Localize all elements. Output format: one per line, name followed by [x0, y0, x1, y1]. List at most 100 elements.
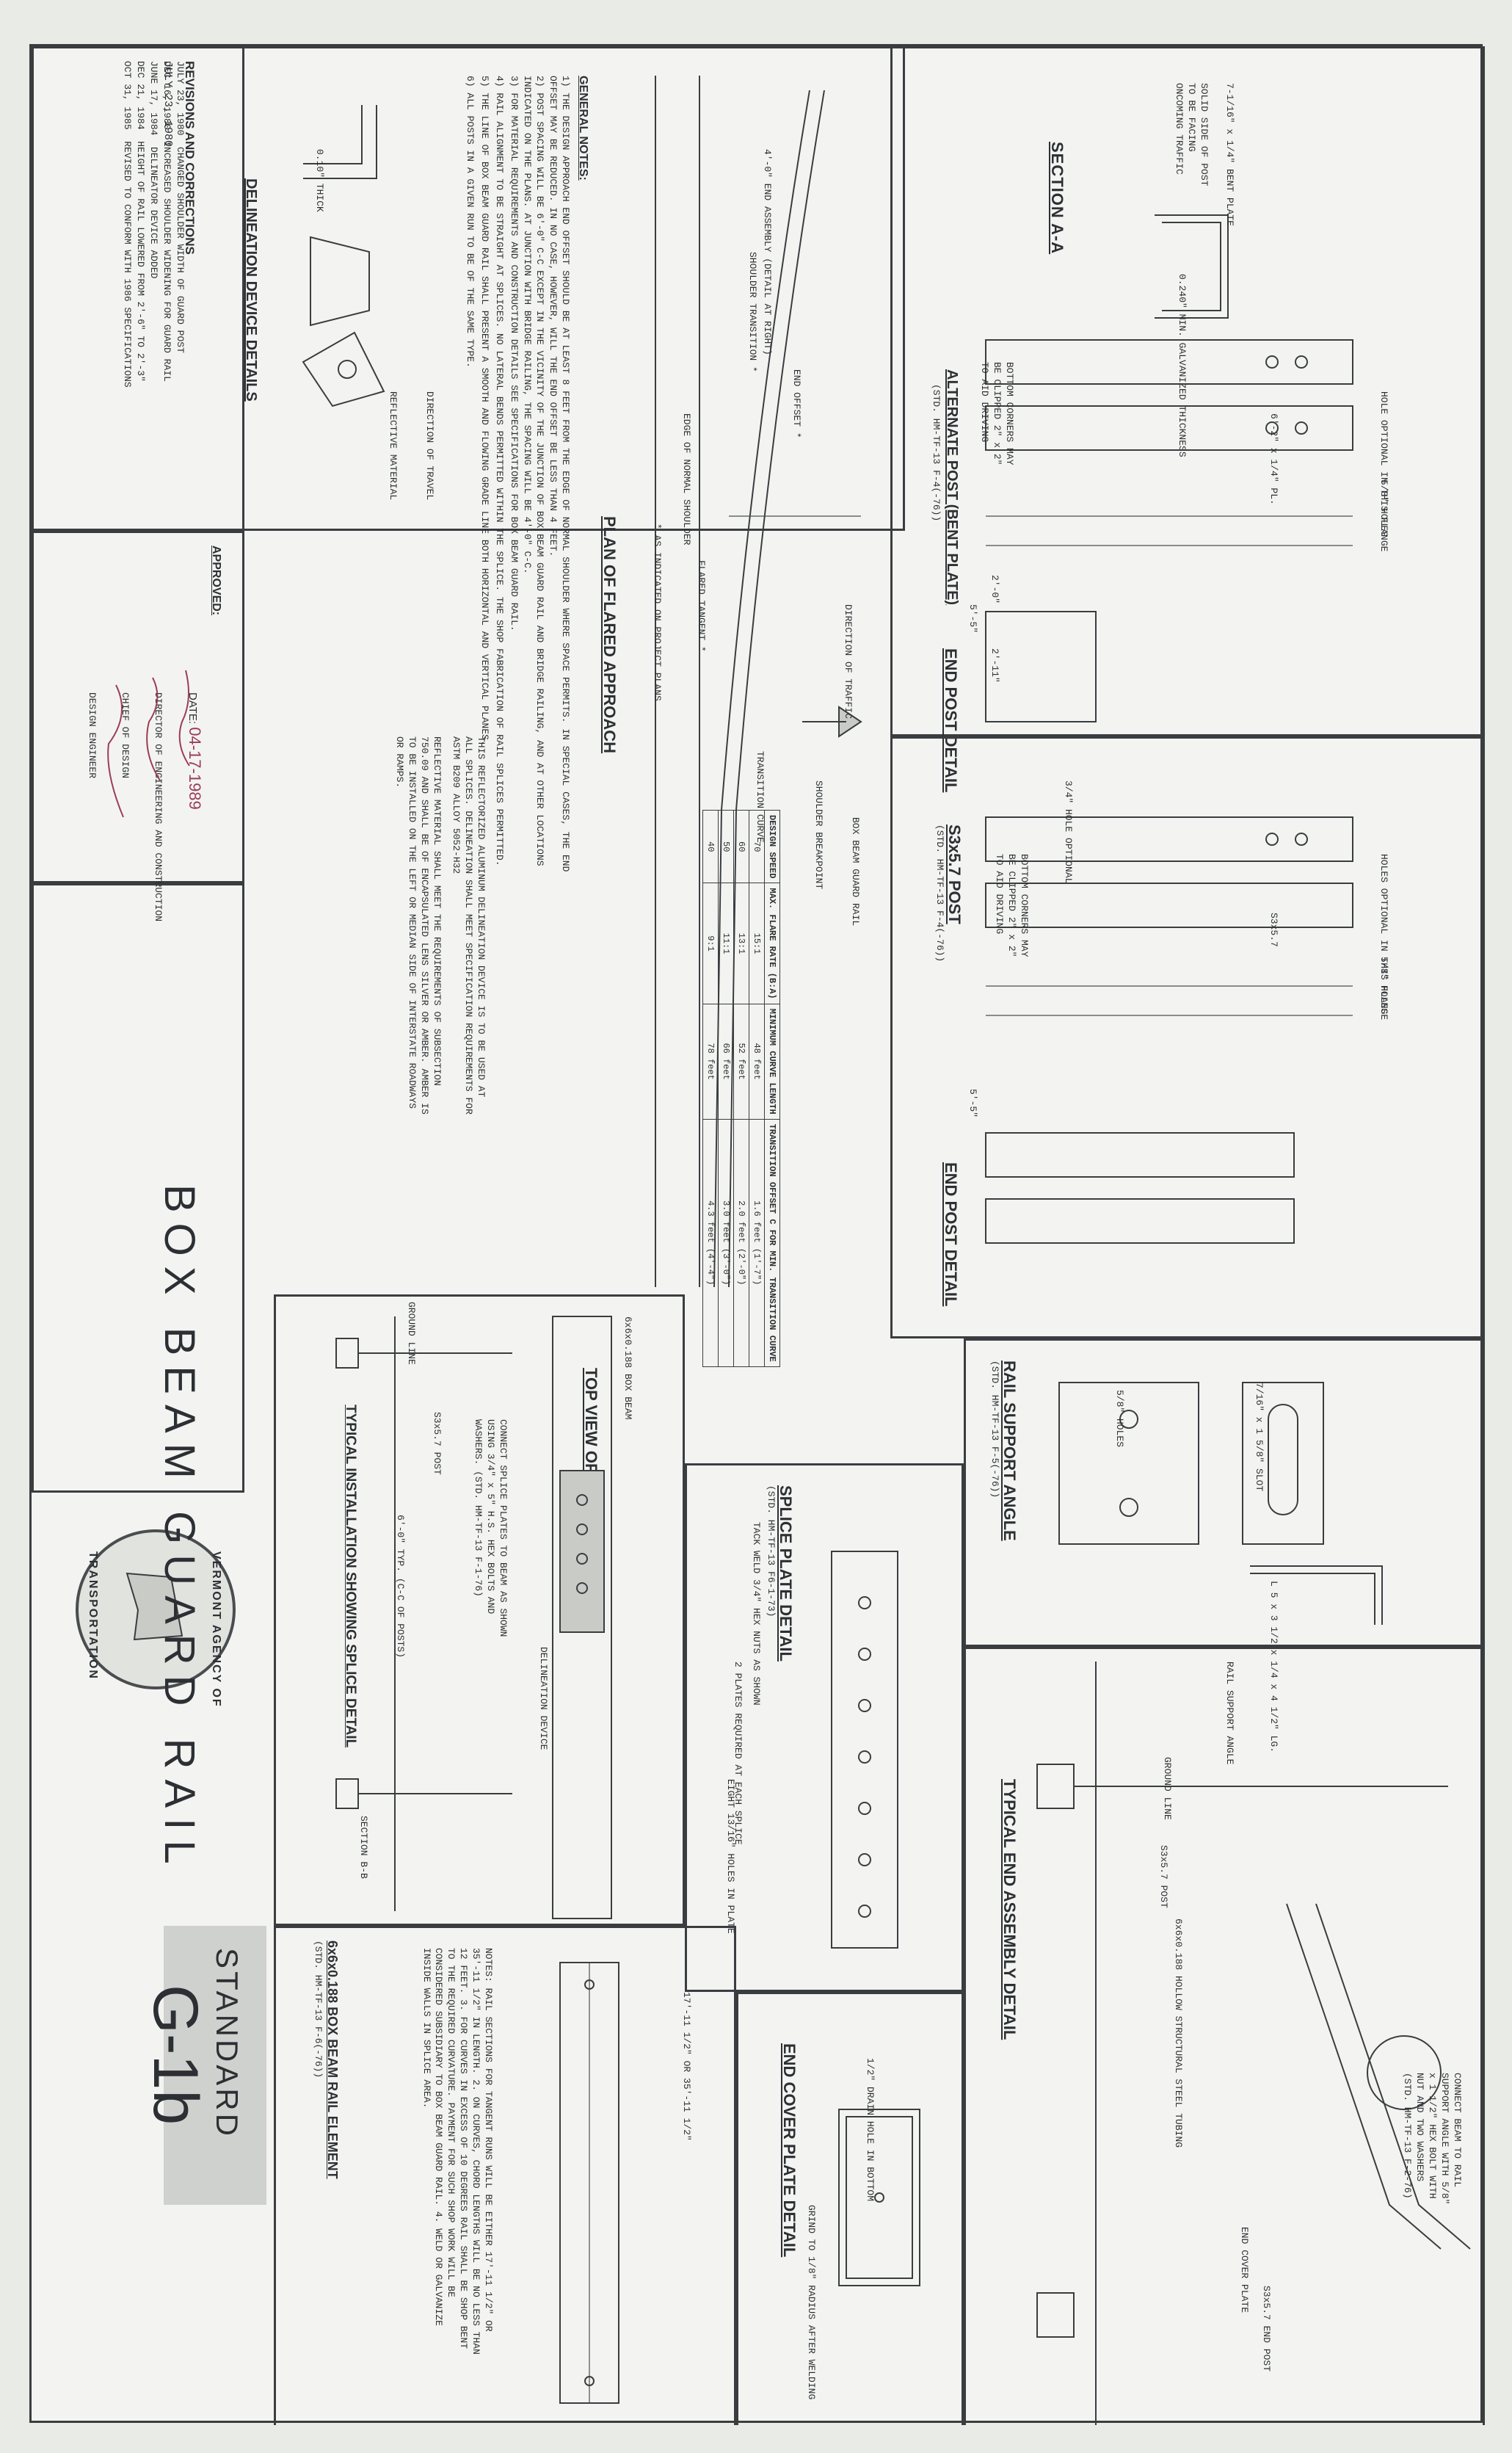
install-6-0-typ: 6'-0" TYP. (C-C OF POSTS): [395, 1515, 406, 1659]
box-beam-length: 17'-11 1/2" OR 35'-11 1/2": [681, 1992, 692, 2141]
table-cell: 52 feet: [733, 1004, 749, 1120]
general-notes-heading: GENERAL NOTES:: [577, 76, 589, 181]
seal-line-2: TRANSPORTATION: [87, 1551, 99, 1680]
end-cover-grind: GRIND TO 1/8" RADIUS AFTER WELDING: [806, 2205, 817, 2400]
general-note-3: 3) FOR MATERIAL REQUIREMENTS AND CONSTRU…: [509, 76, 520, 631]
splice-plate-drawing: [831, 1551, 898, 1949]
splice-tack-weld: TACK WELD 3/4" HEX NUTS AS SHOWN: [751, 1522, 762, 1706]
box-beam-notes: NOTES: RAIL SECTIONS FOR TANGENT RUNS WI…: [421, 1948, 494, 2355]
revision-row-3: JUNE 17, 1984 DELINEATOR DEVICE ADDED: [147, 61, 159, 278]
end-assembly-ground: GROUND LINE: [1162, 1757, 1173, 1820]
rev-text: REVISED TO CONFORM WITH 1986 SPECIFICATI…: [122, 141, 133, 388]
splice-plate-heading: SPLICE PLATE DETAIL: [777, 1485, 795, 1662]
general-note-1: 1) THE DESIGN APPROACH END OFFSET SHOULD…: [548, 76, 571, 872]
rail-support-holes: 5/8" HOLES: [1114, 1390, 1125, 1448]
drawing-sheet: REVISIONS AND CORRECTIONS JULY 23, 1980 …: [29, 44, 1485, 2425]
alt-post-elevation: [985, 339, 1353, 546]
general-note-6: 6) ALL POSTS IN A GIVEN RUN TO BE OF THE…: [465, 76, 476, 368]
revision-row-5: OCT 31, 1985 REVISED TO CONFORM WITH 198…: [120, 61, 133, 388]
signature-marks: [107, 670, 190, 818]
alt-post-heading: ALTERNATE POST (BENT PLATE): [944, 369, 960, 606]
revisions-panel: [32, 46, 244, 531]
end-assembly-cover: END COVER PLATE: [1239, 2227, 1250, 2313]
s3-post-elevation: [985, 816, 1353, 1016]
end-assembly-panel: [964, 1647, 1485, 2425]
flared-label-end-offset: END OFFSET *: [791, 369, 802, 438]
revision-row-4: DEC 21, 1984 HEIGHT OF RAIL LOWERED FROM…: [134, 61, 146, 382]
section-a-a-drawing: [1155, 214, 1229, 319]
end-post-1-drawing: [985, 611, 1097, 722]
end-post-2-heading: END POST DETAIL: [942, 1162, 960, 1307]
splice-plate-std: (STD. HM-TF-13 F6-1-73): [766, 1485, 777, 1617]
general-note-2: 2) POST SPACING WILL BE 6'-0" C-C EXCEPT…: [522, 76, 545, 866]
s3-dim-5-5: 5'-5": [967, 1089, 978, 1118]
end-post-2-drawing: [985, 1132, 1295, 1244]
vermont-state-icon: [126, 1572, 183, 1641]
rev-text: DELINEATOR DEVICE ADDED: [148, 147, 159, 279]
table-cell: 11:1: [718, 883, 734, 1004]
section-a-a-heading: SECTION A-A: [1048, 142, 1066, 255]
rev-date: DEC 21, 1984: [135, 61, 146, 130]
delineation-label-thick: 0.10" THICK: [314, 149, 325, 212]
end-assembly-post: S3x5.7 POST: [1158, 1845, 1169, 1908]
seal-line-1: VERMONT AGENCY OF: [210, 1551, 222, 1708]
five-eighths-holes-label: 5/8" HOLES: [1378, 479, 1389, 537]
end-assembly-connect: CONNECT BEAM TO RAIL SUPPORT ANGLE WITH …: [1402, 2073, 1463, 2205]
rev-text: INCREASED SHOULDER WIDENING FOR GUARD RA…: [161, 141, 172, 382]
table-cell: 66 feet: [718, 1004, 734, 1120]
s3-post-std: (STD. HM-TF-13 F-4(-76)): [934, 825, 945, 963]
table-cell: 60: [733, 810, 749, 883]
plate-size-label: 6'-2" x 1/4" PL.: [1268, 413, 1279, 505]
rev-date: JULY 23, 1980: [175, 61, 186, 136]
end-assembly-end-post: S3x5.7 END POST: [1261, 2286, 1272, 2372]
th-offset: TRANSITION OFFSET C FOR MIN. TRANSITION …: [764, 1119, 780, 1367]
rail-support-heading: RAIL SUPPORT ANGLE: [1000, 1360, 1019, 1541]
end-assembly-drawing: [1036, 1662, 1471, 2425]
th-flare-rate: MAX. FLARE RATE (B:A): [764, 883, 780, 1004]
table-cell: 40: [702, 810, 719, 883]
revision-row-2: DEC 16, 1980 INCREASED SHOULDER WIDENING…: [160, 61, 172, 382]
standard-number: G-1b: [140, 1985, 211, 2126]
rev-text: CHANGED SHOULDER WIDTH OF GUARD POST: [175, 147, 186, 353]
splice-top-drawing: [552, 1316, 612, 1919]
flared-label-project-plans: * AS INDICATED ON PROJECT PLANS: [652, 523, 663, 701]
splice-eight-holes: EIGHT 13/16" HOLES IN PLATE: [725, 1779, 736, 1934]
flared-label-direction: DIRECTION OF TRAFFIC: [843, 604, 854, 720]
alt-post-std: (STD. HM-TF-13 F-4(-76)): [931, 384, 942, 522]
bent-plate-label: 7-1/16" x 1/4" BENT PLATE: [1224, 83, 1235, 227]
table-cell: 4.3 feet (4'-4"): [702, 1119, 719, 1367]
table-cell: 1.6 feet (1'-7"): [749, 1119, 765, 1367]
delineation-drawing: [302, 105, 385, 407]
standard-label: STANDARD: [210, 1948, 244, 2139]
flared-approach-heading: PLAN OF FLARED APPROACH: [600, 516, 619, 754]
table-cell: 50: [718, 810, 734, 883]
splice-install-panel: [274, 1294, 685, 1926]
rail-support-panel: [964, 1338, 1485, 1647]
s3-hole-optional: 3/4" HOLE OPTIONAL: [1063, 780, 1074, 884]
revision-row-1: JULY 23, 1980 CHANGED SHOULDER WIDTH OF …: [173, 61, 186, 353]
delineation-label-reflective: REFLECTIVE MATERIAL: [388, 391, 399, 501]
table-cell: 2.0 feet (2'-0"): [733, 1119, 749, 1367]
flared-label-box-beam: BOX BEAM GUARD RAIL: [850, 817, 861, 927]
table-cell: 9:1: [702, 883, 719, 1004]
install-s3-post: S3x5.7 POST: [432, 1412, 443, 1475]
box-beam-panel: [274, 1926, 736, 2425]
flared-label-end-assembly: 4'-0" END ASSEMBLY (DETAIL AT RIGHT): [762, 149, 773, 355]
table-cell: 3.0 feet (3'-0"): [718, 1119, 734, 1367]
transition-table: DESIGN SPEED MAX. FLARE RATE (B:A) MINIM…: [702, 810, 780, 1367]
general-note-5: 5) THE LINE OF BOX BEAM GUARD RAIL SHALL…: [479, 76, 490, 746]
rev-date: JUNE 17, 1984: [148, 61, 159, 136]
th-curve-length: MINIMUM CURVE LENGTH: [764, 1004, 780, 1120]
table-cell: 13:1: [733, 883, 749, 1004]
rev-date: OCT 31, 1985: [122, 61, 133, 130]
delineation-heading: DELINEATION DEVICE DETAILS: [243, 178, 259, 402]
flared-label-flared-tangent: FLARED TANGENT *: [696, 560, 707, 652]
delineation-panel: [244, 46, 905, 531]
section-b-b-label: SECTION B-B: [358, 1816, 369, 1879]
s3-label: S3x5.7: [1268, 913, 1279, 947]
s3-post-panel: [890, 736, 1485, 1338]
th-design-speed: DESIGN SPEED: [764, 810, 780, 883]
splice-plate-panel: [685, 1463, 964, 1992]
flared-approach-plan: [655, 76, 862, 1288]
table-row: 60 13:1 52 feet 2.0 feet (2'-0"): [733, 810, 749, 1367]
